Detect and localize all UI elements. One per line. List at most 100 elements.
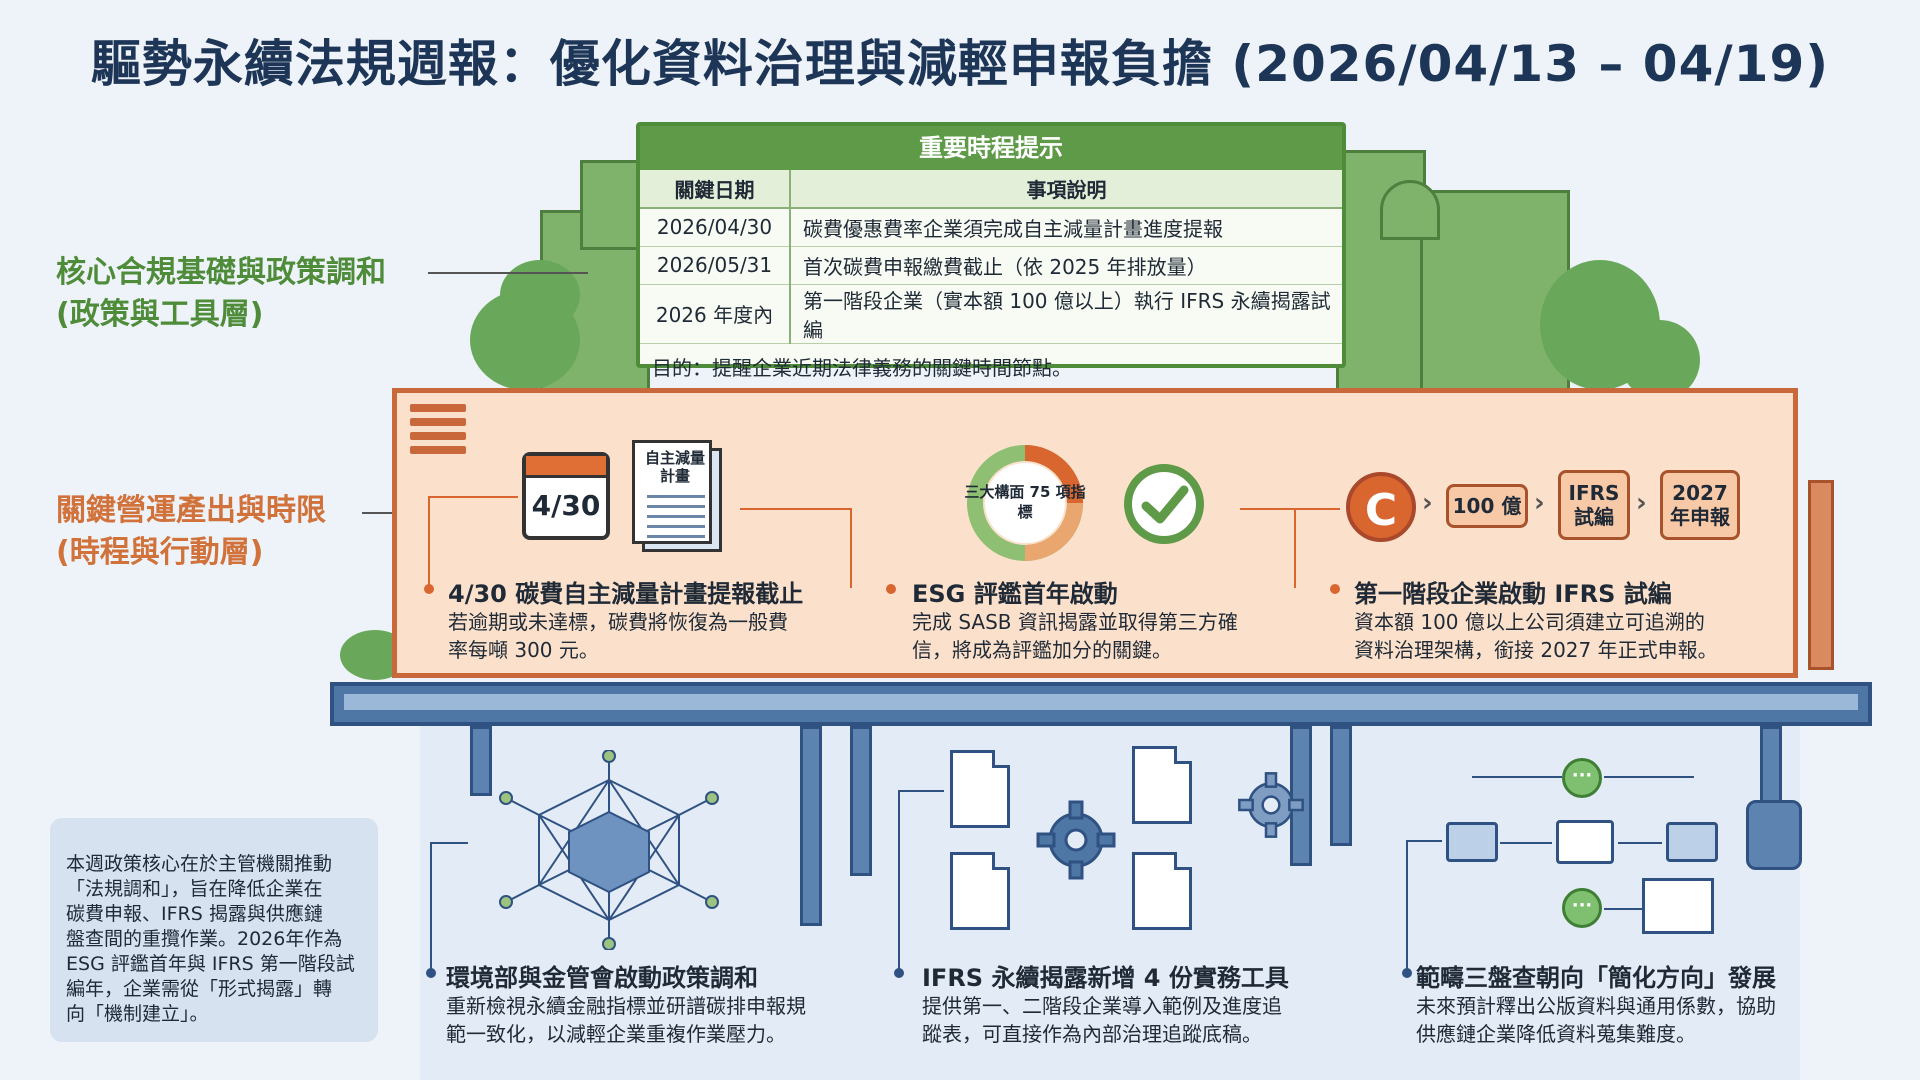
connector-line [1240,508,1340,510]
bullet-dot [1402,968,1412,978]
support-leg [850,726,872,876]
layer-label-schedule: 關鍵營運產出與時限 (時程與行動層) [56,490,326,574]
bullet-dot [886,584,896,594]
bush-right-2 [1620,320,1700,400]
flow-box-2027: 2027 年申報 [1660,470,1740,540]
chart-document-icon [1132,746,1192,824]
table-row: 2026 年度內 第一階段企業（實本額 100 億以上）執行 IFRS 永續揭露… [640,284,1342,344]
band-item-desc-line: 資本額 100 億以上公司須建立可追溯的 [1354,610,1705,634]
chevron-right-icon: › [1636,488,1647,518]
schedule-purpose: 目的：提醒企業近期法律義務的關鍵時間節點。 [652,355,1072,380]
bullet-dot [424,584,434,594]
note-line: 「法規調和」，旨在降低企業在 [66,878,323,900]
bullet-dot [894,968,904,978]
schedule-date-cell: 2026 年度內 [640,284,791,344]
flow-arrow [1604,776,1694,778]
chevron-right-icon: › [1422,488,1433,518]
folder-icon [1556,820,1614,864]
flow-arrow [1472,776,1562,778]
band-item-desc-line: 率每噸 300 元。 [448,638,599,662]
connector-line [430,842,468,844]
lower-item-desc-line: 供應鏈企業降低資料蒐集難度。 [1416,1022,1696,1046]
connector-line [428,496,430,588]
flow-arrow [1618,842,1662,844]
lower-item-desc-line: 未來預計釋出公版資料與通用係數，協助 [1416,994,1776,1018]
band-item-desc-line: 資料治理架構，銜接 2027 年正式申報。 [1354,638,1718,662]
lower-item-title: 環境部與金管會啟動政策調和 [446,964,758,992]
green-building-right-dome [1380,180,1440,240]
connector-line [740,508,850,510]
note-line: 盤查間的重攬作業。2026年作為 [66,928,343,950]
gear-icon [1036,800,1116,880]
schedule-col-date: 關鍵日期 [640,170,791,209]
connector-line [1406,840,1442,842]
schedule-table: 關鍵日期 事項說明 2026/04/30 碳費優惠費率企業須完成自主減量計畫進度… [640,170,1342,344]
note-line: 向「機制建立」。 [66,1003,209,1025]
page-title: 驅勢永續法規週報：優化資料治理與減輕申報負擔 (2026/04/13 – 04/… [90,35,1830,93]
flow-box-capital: 100 億 [1446,484,1528,528]
chevron-right-icon: › [1534,488,1545,518]
vent-icon [410,404,466,464]
bush-left-2 [500,260,580,330]
schedule-col-desc: 事項說明 [790,170,1342,209]
connector-line [428,496,518,498]
schedule-date-cell: 2026/04/30 [640,208,791,247]
table-row: 2026/04/30 碳費優惠費率企業須完成自主減量計畫進度提報 [640,208,1342,247]
c-letter-icon: C [1346,472,1416,542]
network-icon [499,750,719,950]
green-building-right-tall [1420,190,1570,400]
check-circle-icon [1124,464,1204,544]
connector-line [898,790,900,972]
lower-item-desc-line: 範一致化，以減輕企業重複作業壓力。 [446,1022,786,1046]
support-leg [1760,726,1782,806]
ring-label: 三大構面 75 項指標 [964,483,1086,521]
gear-icon [1238,772,1304,838]
list-window-icon [1642,878,1714,934]
status-dot-icon: ··· [1562,758,1602,798]
schedule-header-row: 關鍵日期 事項說明 [640,170,1342,209]
connector-line [850,508,852,588]
lower-item-desc: 未來預計釋出公版資料與通用係數，協助 供應鏈企業降低資料蒐集難度。 [1416,992,1776,1048]
schedule-title: 重要時程提示 [640,126,1342,170]
connector-line [1406,840,1408,972]
lower-item-title: IFRS 永續揭露新增 4 份實務工具 [922,964,1289,992]
band-item-desc: 若逾期或未達標，碳費將恢復為一般費 率每噸 300 元。 [448,608,788,664]
support-leg [1330,726,1352,846]
layer-label-policy: 核心合規基礎與政策調和 (政策與工具層) [56,252,386,336]
folder-icon [1666,822,1718,862]
document-icon [950,750,1010,828]
schedule-date-cell: 2026/05/31 [640,246,791,285]
flow-box-ifrs: IFRS 試編 [1558,470,1630,540]
band-item-desc: 資本額 100 億以上公司須建立可追溯的 資料治理架構，銜接 2027 年正式申… [1354,608,1718,664]
donut-ring-icon [967,445,1083,561]
calendar-date: 4/30 [531,489,601,522]
calendar-icon: 4/30 [522,452,610,540]
layer-label-schedule-line2: (時程與行動層) [56,535,264,570]
band-item-title: ESG 評鑑首年啟動 [912,580,1118,608]
lower-item-desc-line: 提供第一、二階段企業導入範例及進度追 [922,994,1282,1018]
connector-line [1294,508,1296,588]
summary-note: 本週政策核心在於主管機關推動 「法規調和」，旨在降低企業在 碳費申報、IFRS … [50,818,378,1042]
lower-item-desc: 提供第一、二階段企業導入範例及進度追 蹤表，可直接作為內部治理追蹤底稿。 [922,992,1282,1048]
band-item-desc-line: 信，將成為評鑑加分的關鍵。 [912,638,1172,662]
note-line: 碳費申報、IFRS 揭露與供應鏈 [66,903,323,925]
note-line: 編年，企業需從「形式揭露」轉 [66,978,333,1000]
status-dot-icon: ··· [1562,888,1602,928]
band-item-title: 第一階段企業啟動 IFRS 試編 [1354,580,1672,608]
blue-rail [330,682,1872,726]
band-item-desc-line: 完成 SASB 資訊揭露並取得第三方確 [912,610,1238,634]
document-label: 自主減量計畫 [644,449,705,485]
connector-line [898,790,944,792]
connector-line [430,842,432,972]
leader-line-schedule [362,512,398,514]
leader-line-policy [428,272,588,274]
note-line: ESG 評鑑首年與 IFRS 第一階段試 [66,953,355,975]
note-line: 本週政策核心在於主管機關推動 [66,853,333,875]
lower-item-desc-line: 重新檢視永續金融指標並研譜碳排申報規 [446,994,806,1018]
pipe-right [1808,480,1834,670]
support-leg [800,726,822,926]
schedule-desc-cell: 第一階段企業（實本額 100 億以上）執行 IFRS 永續揭露試編 [790,284,1342,344]
folder-icon [1446,822,1498,862]
tank-icon [1746,800,1802,870]
